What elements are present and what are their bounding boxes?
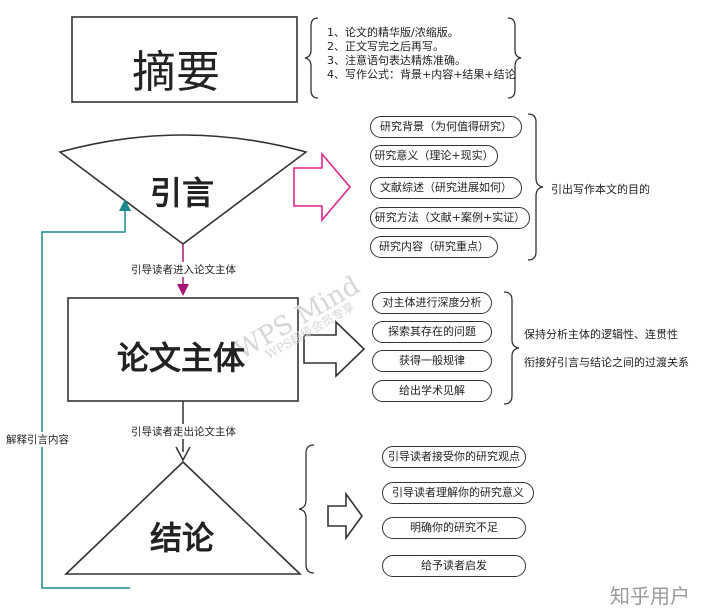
feedback-label: 解释引言内容 xyxy=(5,432,70,447)
body-box[interactable] xyxy=(67,297,299,402)
conclusion-brace-left xyxy=(298,444,315,574)
intro-item[interactable]: 文献综述（研究进展如何） xyxy=(370,177,522,199)
body-summary-line: 衔接好引言与结论之间的过渡关系 xyxy=(524,356,689,369)
body-item[interactable]: 对主体进行深度分析 xyxy=(372,292,492,314)
intro-item[interactable]: 研究内容（研究重点） xyxy=(370,236,498,258)
abstract-box[interactable] xyxy=(71,16,298,103)
intro-title: 引言 xyxy=(150,174,215,212)
intro-summary: 引出写作本文的目的 xyxy=(551,183,650,196)
abstract-note: 3、注意语句表达精炼准确。 xyxy=(327,54,466,67)
body-summary-line: 保持分析主体的逻辑性、连贯性 xyxy=(524,328,678,341)
intro-item[interactable]: 研究意义（理论+现实） xyxy=(370,145,498,167)
connector2-arrowhead xyxy=(175,446,191,462)
body-item[interactable]: 探索其存在的问题 xyxy=(372,321,492,343)
conclusion-item[interactable]: 明确你的研究不足 xyxy=(382,517,526,539)
body-hollow-arrow xyxy=(303,320,366,378)
connector2-label: 引导读者走出论文主体 xyxy=(130,424,237,439)
intro-brace xyxy=(527,113,544,261)
abstract-note: 1、论文的精华版/浓缩版。 xyxy=(327,26,459,39)
intro-fan-shape[interactable] xyxy=(58,134,308,245)
abstract-brace-left xyxy=(304,17,319,99)
intro-item[interactable]: 研究背景（为何值得研究） xyxy=(370,116,522,138)
body-item[interactable]: 给出学术见解 xyxy=(372,380,492,402)
abstract-title: 摘要 xyxy=(132,47,220,98)
feedback-line xyxy=(41,199,131,589)
conclusion-hollow-arrow xyxy=(327,491,363,541)
abstract-brace-right xyxy=(507,17,522,99)
body-title: 论文主体 xyxy=(117,339,246,377)
credit-watermark: 知乎用户 xyxy=(610,584,690,608)
conclusion-item[interactable]: 引导读者接受你的研究观点 xyxy=(382,446,526,468)
abstract-note: 4、写作公式：背景+内容+结果+结论 xyxy=(327,68,516,81)
conclusion-item[interactable]: 引导读者理解你的研究意义 xyxy=(382,482,534,504)
abstract-note: 2、正文写完之后再写。 xyxy=(327,40,444,53)
connector1-label: 引导读者进入论文主体 xyxy=(130,262,237,277)
intro-item[interactable]: 研究方法（文献+案例+实证） xyxy=(370,207,530,229)
body-brace xyxy=(503,291,520,405)
conclusion-item[interactable]: 给予读者启发 xyxy=(382,555,526,577)
conclusion-title: 结论 xyxy=(150,519,215,557)
intro-hollow-arrow xyxy=(293,151,352,223)
conclusion-triangle[interactable] xyxy=(64,460,302,575)
body-item[interactable]: 获得一般规律 xyxy=(372,350,492,372)
